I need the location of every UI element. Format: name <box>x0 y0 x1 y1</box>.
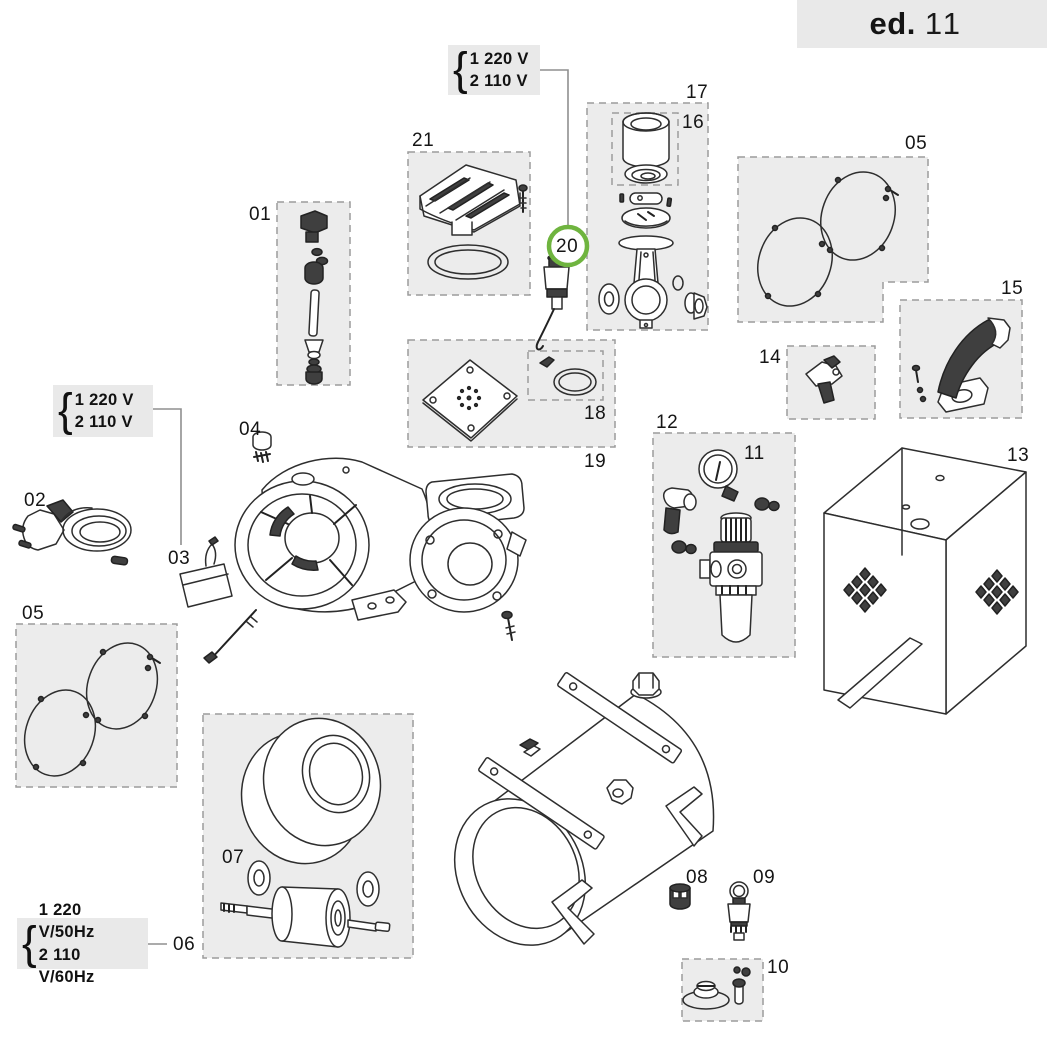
drawing-valve-plate-19 <box>422 359 518 442</box>
part-label-08: 08 <box>686 867 709 888</box>
voltage-line-1: 1 220 V/50Hz <box>38 900 95 942</box>
voltage-line-2: 2 110 V <box>469 72 528 90</box>
part-label-03: 03 <box>168 548 191 569</box>
voltage-line-1: 1 220 V <box>74 390 134 409</box>
part-label-17: 17 <box>686 82 709 103</box>
voltage-line-2: 2 110 V <box>74 413 133 431</box>
part-label-01: 01 <box>249 204 272 225</box>
part-label-10: 10 <box>767 957 790 978</box>
drawing-reed-valve-18 <box>539 356 597 396</box>
part-label-05-top-right: 05 <box>905 133 928 154</box>
callout-connectors <box>148 69 569 945</box>
drawing-safety-valve-09 <box>727 881 751 941</box>
drawing-bolt <box>203 609 258 664</box>
brace-glyph: { <box>22 917 37 969</box>
drawing-foot-10 <box>682 966 751 1010</box>
part-label-19: 19 <box>584 451 607 472</box>
part-label-04: 04 <box>239 419 262 440</box>
drawing-fitting-kit-01 <box>300 210 329 385</box>
highlight-circle-20 <box>546 224 590 268</box>
voltage-callout-bottom: { 1 220 V/50Hz 2 110 V/60Hz <box>17 901 148 986</box>
part-label-16: 16 <box>682 112 705 133</box>
part-label-15: 15 <box>1001 278 1024 299</box>
part-label-06: 06 <box>173 934 196 955</box>
part-label-11: 11 <box>744 443 765 464</box>
drawing-stator-rotor-06 <box>220 717 391 948</box>
brace-glyph: { <box>453 43 468 96</box>
drawing-pump-body <box>409 473 527 641</box>
voltage-line-1: 1 220 V <box>469 49 529 68</box>
part-label-14: 14 <box>759 347 782 368</box>
drawing-motor-housing <box>234 457 432 621</box>
voltage-callout-left: { 1 220 V 2 110 V <box>53 385 153 437</box>
drawing-capacitor-03 <box>179 536 233 608</box>
drawing-brush-04 <box>252 431 272 463</box>
part-label-18: 18 <box>584 403 607 424</box>
drawing-piston-assembly-17 <box>598 112 708 329</box>
part-label-07: 07 <box>222 847 245 868</box>
part-label-12: 12 <box>656 412 679 433</box>
drawing-power-cord-02 <box>12 499 132 566</box>
part-box-05-bottom <box>15 623 178 788</box>
drawing-gaskets-05-bottom <box>23 642 161 777</box>
drawing-cover-13 <box>823 447 1027 715</box>
part-label-02: 02 <box>24 490 47 511</box>
drawing-air-tank <box>453 672 715 946</box>
drawing-handle-15 <box>911 317 1011 413</box>
drawing-drain-valve-14 <box>805 355 843 404</box>
drawing-gaskets-05-top <box>757 171 899 307</box>
part-label-09: 09 <box>753 867 776 888</box>
drawing-pressure-switch-20 <box>535 254 570 351</box>
drawing-regulator-12 <box>662 449 780 643</box>
edition-number: 11 <box>924 6 963 41</box>
edition-label: ed. <box>869 6 916 41</box>
drawing-plug-08 <box>669 883 691 910</box>
voltage-callout-top: { 1 220 V 2 110 V <box>448 45 540 95</box>
voltage-line-2: 2 110 V/60Hz <box>38 945 95 986</box>
part-label-05-bottom-left: 05 <box>22 603 45 624</box>
part-label-20: 20 <box>556 236 579 257</box>
part-label-21: 21 <box>412 130 435 151</box>
part-label-13: 13 <box>1007 445 1030 466</box>
drawing-cylinder-head-21 <box>419 164 528 280</box>
drawings <box>12 112 1027 1010</box>
edition-header: ed. 11 <box>797 0 1047 48</box>
brace-glyph: { <box>58 384 73 437</box>
part-box-05-top <box>737 156 929 323</box>
